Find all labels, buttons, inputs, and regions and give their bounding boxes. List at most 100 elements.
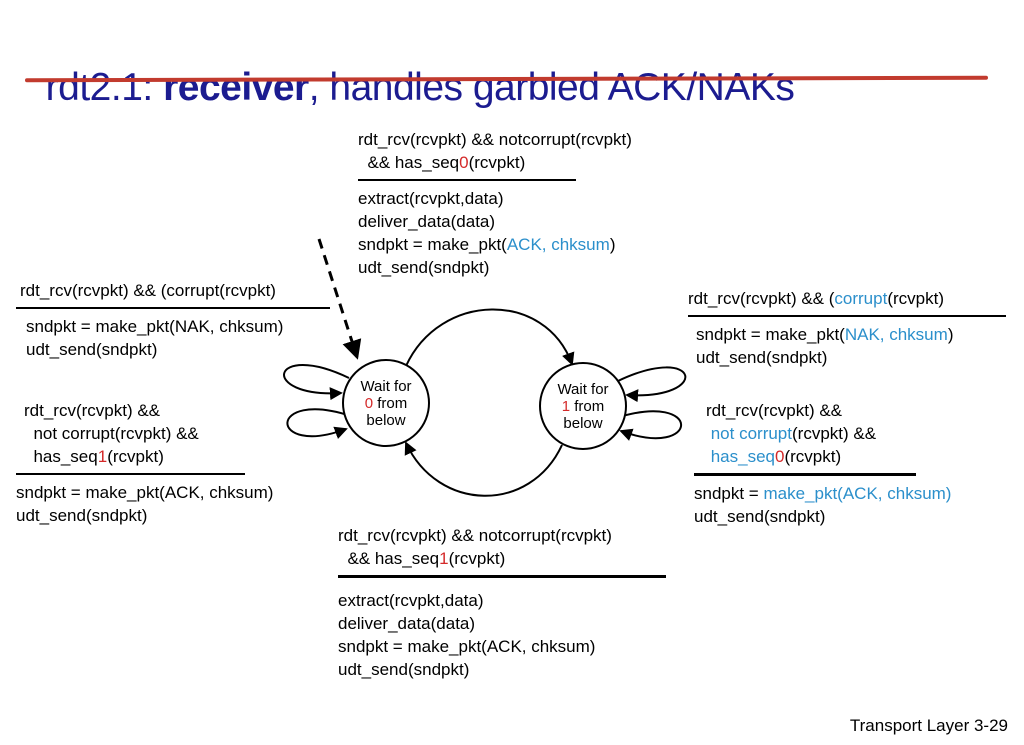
state-label-wait1: Wait for 1 from below [538, 381, 628, 432]
action-line: udt_send(sndpkt) [694, 505, 1014, 528]
code-text: udt_send(sndpkt) [26, 340, 158, 359]
initial-state-arrow [317, 238, 362, 360]
condition-line: not corrupt(rcvpkt) && [694, 422, 1014, 445]
code-text: && has_seq [338, 549, 440, 568]
state-text: from [373, 395, 408, 412]
action-line: deliver_data(data) [338, 612, 673, 635]
transition-left-top: rdt_rcv(rcvpkt) && (corrupt(rcvpkt) sndp… [16, 279, 346, 361]
condition-line: && has_seq0(rcvpkt) [358, 151, 690, 174]
code-text-blue: ACK, chksum [506, 235, 610, 254]
separator-line [16, 307, 330, 309]
action-line: sndpkt = make_pkt(NAK, chksum) [688, 323, 1020, 346]
seq-number: 1 [439, 549, 449, 568]
separator-line [688, 315, 1006, 317]
code-text: rdt_rcv(rcvpkt) && ( [688, 289, 835, 308]
state-line: Wait for [341, 378, 431, 395]
state-circle-wait0 [342, 359, 430, 447]
action-line: sndpkt = make_pkt(ACK, chksum) [338, 635, 673, 658]
separator-line [358, 179, 576, 181]
transition-top: rdt_rcv(rcvpkt) && notcorrupt(rcvpkt) &&… [358, 128, 690, 279]
slide-footer: Transport Layer 3-29 [849, 716, 1008, 735]
state-circle-wait1 [539, 362, 627, 450]
self-loop-left-upper [283, 364, 350, 401]
state-line: 1 from [538, 398, 628, 415]
seq-number: 1 [97, 447, 108, 466]
transition-left-bottom: rdt_rcv(rcvpkt) && not corrupt(rcvpkt) &… [16, 399, 316, 527]
seq-number: 0 [775, 447, 785, 466]
title-bold: receiver [163, 66, 309, 109]
seq-number: 0 [364, 395, 374, 412]
title-pre: rdt2.1: [45, 66, 164, 109]
self-loop-left-lower [286, 408, 352, 439]
code-text: udt_send(sndpkt) [694, 507, 826, 526]
code-text: udt_send(sndpkt) [358, 258, 490, 277]
action-line: sndpkt = make_pkt(ACK, chksum) [358, 233, 690, 256]
action-line: sndpkt = make_pkt(NAK, chksum) [16, 315, 346, 338]
action-line: udt_send(sndpkt) [358, 256, 690, 279]
condition-line: has_seq1(rcvpkt) [16, 445, 316, 468]
state-line: below [341, 412, 431, 429]
code-text: extract(rcvpkt,data) [338, 591, 484, 610]
code-text: rdt_rcv(rcvpkt) && [706, 401, 843, 420]
state-line: 0 from [341, 395, 431, 412]
action-line: sndpkt = make_pkt(ACK, chksum) [694, 482, 1014, 505]
code-text: (rcvpkt) [107, 447, 164, 466]
code-text: sndpkt = make_pkt( [358, 235, 507, 254]
action-line: udt_send(sndpkt) [688, 346, 1020, 369]
code-text: rdt_rcv(rcvpkt) && notcorrupt(rcvpkt) [338, 526, 612, 545]
code-text-blue: corrupt [834, 289, 888, 308]
code-text: has_seq [24, 447, 98, 466]
transition-arc-right-to-left [404, 441, 563, 497]
code-text-blue: not corrupt [706, 424, 792, 443]
condition-line: rdt_rcv(rcvpkt) && [694, 399, 1014, 422]
condition-line: rdt_rcv(rcvpkt) && [16, 399, 316, 422]
code-text: (rcvpkt) [468, 153, 526, 172]
condition-line: has_seq0(rcvpkt) [694, 445, 1014, 468]
state-text: below [366, 412, 406, 429]
action-line: udt_send(sndpkt) [16, 504, 316, 527]
condition-line: not corrupt(rcvpkt) && [16, 422, 316, 445]
state-text: below [563, 415, 603, 432]
code-text: sndpkt = make_pkt(ACK, chksum) [338, 637, 596, 656]
code-text: deliver_data(data) [358, 212, 496, 231]
self-loop-right-upper [617, 366, 687, 403]
state-label-wait0: Wait for 0 from below [341, 378, 431, 429]
action-line: sndpkt = make_pkt(ACK, chksum) [16, 481, 316, 504]
action-line: extract(rcvpkt,data) [338, 589, 673, 612]
condition-line: rdt_rcv(rcvpkt) && notcorrupt(rcvpkt) [338, 524, 673, 547]
code-text: (rcvpkt) [887, 289, 944, 308]
action-line: extract(rcvpkt,data) [358, 187, 690, 210]
state-line: below [538, 415, 628, 432]
separator-line [16, 473, 245, 475]
code-text: sndpkt = make_pkt(ACK, chksum) [16, 483, 274, 502]
action-line: udt_send(sndpkt) [338, 658, 673, 681]
condition-line: && has_seq1(rcvpkt) [338, 547, 673, 570]
code-text: rdt_rcv(rcvpkt) && [24, 401, 161, 420]
condition-line: rdt_rcv(rcvpkt) && (corrupt(rcvpkt) [688, 287, 1020, 310]
code-text: sndpkt = make_pkt(NAK, chksum) [26, 317, 284, 336]
code-text: (rcvpkt) [448, 549, 506, 568]
state-text: Wait for [557, 381, 609, 398]
code-text: rdt_rcv(rcvpkt) && notcorrupt(rcvpkt) [358, 130, 632, 149]
code-text: ) [609, 235, 616, 254]
code-text: deliver_data(data) [338, 614, 476, 633]
state-text: from [570, 398, 605, 415]
self-loop-right-lower [615, 410, 683, 441]
title-post: , handles garbled ACK/NAKs [308, 66, 795, 109]
code-text: extract(rcvpkt,data) [358, 189, 504, 208]
page-title: rdt2.1: receiver, handles garbled ACK/NA… [25, 22, 795, 110]
condition-line: rdt_rcv(rcvpkt) && (corrupt(rcvpkt) [16, 279, 346, 302]
code-text: && has_seq [358, 153, 460, 172]
condition-line: rdt_rcv(rcvpkt) && notcorrupt(rcvpkt) [358, 128, 690, 151]
code-text: not corrupt(rcvpkt) && [24, 424, 199, 443]
state-text: Wait for [360, 378, 412, 395]
transition-bottom: rdt_rcv(rcvpkt) && notcorrupt(rcvpkt) &&… [338, 524, 673, 681]
code-text: udt_send(sndpkt) [338, 660, 470, 679]
code-text-blue: NAK, chksum [844, 325, 948, 344]
code-text: rdt_rcv(rcvpkt) && (corrupt(rcvpkt) [20, 281, 276, 300]
code-text: udt_send(sndpkt) [696, 348, 828, 367]
separator-line [338, 575, 666, 578]
code-text: (rcvpkt) && [792, 424, 877, 443]
code-text-blue: has_seq [706, 447, 775, 466]
